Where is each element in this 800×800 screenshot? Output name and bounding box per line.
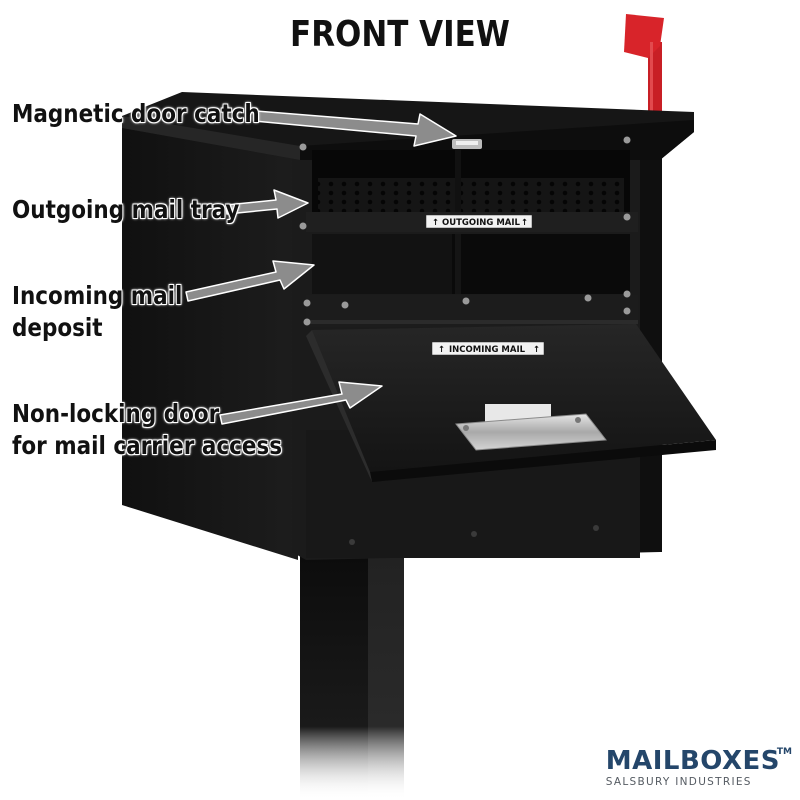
arrow-carrier-door [219,381,383,425]
callout-magnetic-door-catch: Magnetic door catch [12,98,260,130]
arrow-outgoing-tray [225,189,309,219]
arrow-incoming-deposit [185,260,315,302]
callout-line: for mail carrier access [12,431,283,460]
door-hinge-bar [306,295,638,327]
brand-tagline: SALSBURY INDUSTRIES [605,776,752,788]
page-title: FRONT VIEW [290,14,510,55]
outgoing-mail-label-text: OUTGOING MAIL [442,218,521,228]
brand-logo: MAILBOXES TM SALSBURY INDUSTRIES [605,746,792,789]
incoming-mail-label: ↑ INCOMING MAIL ↑ [431,341,545,356]
callout-line: deposit [12,313,103,342]
mailbox-flag [624,14,664,116]
callout-line: Magnetic door catch [12,99,260,128]
mail-carrier-door: ↑ INCOMING MAIL ↑ [306,324,716,482]
callout-line: Incoming mail [12,281,183,310]
callout-incoming-mail-deposit: Incoming mail deposit [12,280,182,344]
svg-text:↑: ↑ [521,218,528,228]
arrow-magnetic-catch [253,110,457,147]
mailbox-post [300,555,404,800]
mailbox-side-panel [122,126,298,560]
callout-non-locking-door: Non-locking door for mail carrier access [12,398,282,462]
svg-text:↑: ↑ [432,218,439,228]
callout-line: Outgoing mail tray [12,195,240,224]
door-handle [455,404,607,451]
outgoing-mail-compartment [312,139,630,218]
brand-trademark: TM [776,747,792,757]
incoming-mail-label-text: INCOMING MAIL [449,345,526,355]
brand-name: MAILBOXES [605,746,780,776]
callout-outgoing-mail-tray: Outgoing mail tray [12,194,239,226]
rivets [299,136,631,326]
outgoing-mail-label: ↑ OUTGOING MAIL ↑ [425,214,533,229]
callout-arrows [185,110,457,425]
callout-line: Non-locking door [12,399,220,428]
svg-text:↑: ↑ [533,345,540,355]
svg-text:↑: ↑ [438,345,445,355]
incoming-mail-compartment [312,234,630,294]
